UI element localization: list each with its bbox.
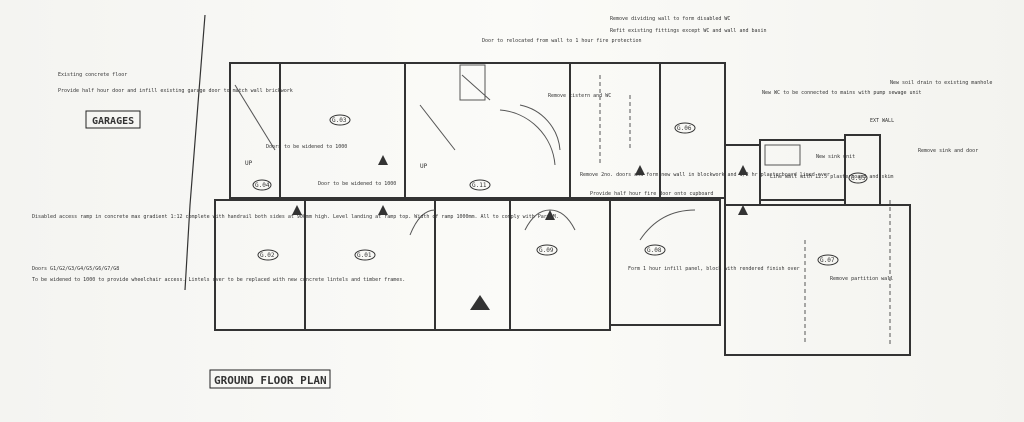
up-mark: UP <box>420 163 428 170</box>
room-tag: G.04 <box>255 182 270 189</box>
room-tag: G.11 <box>472 182 487 189</box>
room-tag: G.01 <box>357 252 372 259</box>
details <box>234 64 891 345</box>
room-tag: G.02 <box>260 252 275 259</box>
room-tag: G.03 <box>332 117 347 124</box>
note-new-sink: New sink unit <box>816 154 855 160</box>
note-disabled-access: Disabled access ramp in concrete max gra… <box>32 214 559 220</box>
note-doors-list: Doors G1/G2/G3/G4/G5/G6/G7/G8 <box>32 266 119 272</box>
plan-title: GROUND FLOOR PLAN <box>214 374 327 387</box>
note-remove-sink: Remove sink and door <box>918 148 978 154</box>
door-arrows <box>292 155 748 310</box>
walls <box>184 14 911 356</box>
garages-label: GARAGES <box>92 116 134 127</box>
note-infill: Form 1 hour infill panel, block with ren… <box>628 266 800 272</box>
room-tag: G.08 <box>647 247 662 254</box>
note-soil-drain: New soil drain to existing manhole <box>890 80 992 86</box>
note-door-relocated: Door to relocated from wall to 1 hour fi… <box>482 38 642 44</box>
note-refit: Refit existing fittings except WC and wa… <box>610 28 767 34</box>
note-doors-widened: To be widened to 1000 to provide wheelch… <box>32 277 405 283</box>
note-remove-partition: Remove partition wall <box>830 276 893 282</box>
room-tag: G.09 <box>539 247 554 254</box>
room-tag: G.06 <box>677 125 692 132</box>
note-remove-chimney: Remove 2no. doors and form new wall in b… <box>580 172 830 178</box>
note-existing-floor: Existing concrete floor <box>58 72 127 78</box>
ext-wall-label: EXT WALL <box>870 118 894 124</box>
note-new-wc: New WC to be connected to mains with pum… <box>762 90 922 96</box>
label-boxes <box>85 110 331 389</box>
note-widen-b: Door to be widened to 1000 <box>318 181 396 187</box>
note-widen-a: Doors to be widened to 1000 <box>266 144 347 150</box>
note-garage-door: Provide half hour door and infill existi… <box>58 88 293 94</box>
annotations: Existing concrete floor Provide half hou… <box>32 16 992 283</box>
room-tag: G.07 <box>820 257 835 264</box>
note-line-wall: Line wall with 12.5 plasterboard and ski… <box>770 174 893 180</box>
note-remove-cistern: Remove cistern and WC <box>548 93 611 99</box>
room-tags: G.03 G.01 G.02 G.11 G.08 G.06 G.07 G.09 … <box>245 114 868 266</box>
room-tag: G.05 <box>851 175 866 182</box>
note-fire-door: Provide half hour fire door onto cupboar… <box>590 191 713 197</box>
note-remove-wall: Remove dividing wall to form disabled WC <box>610 16 730 22</box>
up-mark: UP <box>245 160 253 167</box>
